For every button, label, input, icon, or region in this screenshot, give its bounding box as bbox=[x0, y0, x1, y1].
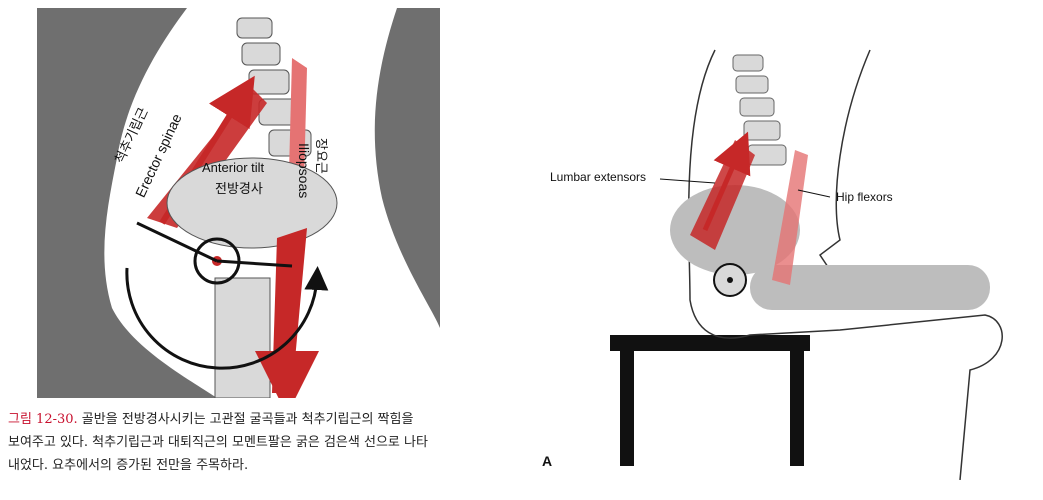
body-outline bbox=[687, 49, 1003, 481]
stool-leg-left bbox=[620, 351, 634, 466]
seated-posture-illustration bbox=[610, 49, 1003, 481]
stool-leg-right bbox=[790, 351, 804, 466]
extensor-arrow bbox=[702, 131, 751, 232]
caption-text: 골반을 전방경사시키는 고관절 굴곡들과 척추기립근의 짝힘을 보여주고 있다.… bbox=[8, 412, 428, 473]
rectus-femoris-label: Rectus femoris bbox=[341, 332, 435, 347]
hip-flexors-label: Hip flexors bbox=[836, 190, 893, 204]
figure-number: 그림 12-30. bbox=[8, 412, 78, 427]
rectus-femoris-label-kr: 대퇴직근 bbox=[341, 353, 389, 368]
anterior-tilt-label: Anterior tilt bbox=[202, 160, 265, 175]
hip-flexors-muscle bbox=[772, 150, 808, 285]
rectus-moment-arm bbox=[216, 259, 293, 268]
back-edge bbox=[374, 8, 440, 328]
stool-seat bbox=[610, 335, 810, 351]
iliopsoas-label-en: Iliopsoas bbox=[296, 143, 312, 199]
pelvis-tilt-illustration bbox=[37, 8, 440, 415]
hip-flexor-leader-line bbox=[797, 189, 831, 198]
figure-caption: 그림 12-30. 골반을 전방경사시키는 고관절 굴곡들과 척추기립근의 짝힘… bbox=[8, 408, 428, 477]
panel-label: A bbox=[542, 453, 553, 469]
erector-moment-arm bbox=[136, 221, 218, 263]
lumbar-extensors-label: Lumbar extensors bbox=[550, 170, 647, 184]
femur-bone bbox=[214, 277, 271, 399]
right-diagram: Lumbar extensors Hip flexors bbox=[540, 40, 1040, 481]
pelvis-bone bbox=[670, 185, 800, 275]
left-diagram: 척추기립근 Erector spinae Anterior tilt 전방경사 … bbox=[37, 8, 440, 415]
lumbar-leader-line bbox=[659, 178, 716, 184]
pelvis-bone bbox=[166, 157, 338, 249]
thigh-bone bbox=[750, 265, 990, 310]
anterior-tilt-label-kr: 전방경사 bbox=[215, 181, 263, 196]
iliopsoas-label-kr: 장요근 bbox=[314, 138, 329, 174]
front-outline bbox=[818, 49, 871, 271]
rotation-arrow bbox=[125, 266, 329, 370]
